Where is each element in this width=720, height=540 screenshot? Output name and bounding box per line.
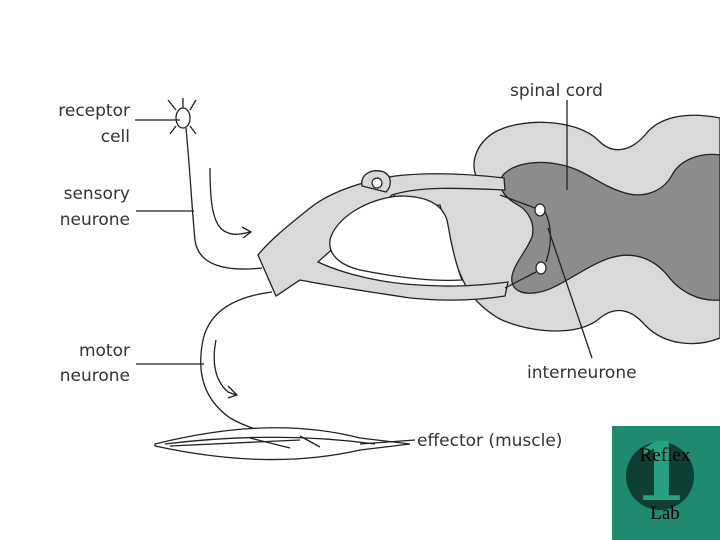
badge-bottom-text: Lab [650,503,680,524]
label-receptor-line1: receptor [58,101,130,121]
sensory-arrow [209,167,253,239]
sensory-fibre-end [499,194,536,209]
receptor-cell [167,98,197,135]
motor-fibre-start [504,271,537,289]
nerve-root-band [257,173,509,301]
sensory-cell-body [371,177,383,189]
interneurone-cell-2 [535,261,547,275]
interneurone-pointer [547,227,593,359]
motor-neurone-fibre [200,291,321,443]
badge-number: 1 [632,425,688,519]
root-gap [329,195,463,282]
label-interneurone: interneurone [527,363,637,383]
label-spinal-cord: spinal cord [510,81,603,101]
effector-pointer [359,439,416,445]
label-effector: effector (muscle) [417,431,562,451]
effector-muscle [154,427,411,461]
label-receptor-line2: cell [101,127,130,147]
badge-circle [626,442,694,510]
motor-arrow [213,339,239,399]
label-motor-line2: neurone [60,366,130,386]
reflex-lab-badge: 1 Reflex Lab [612,426,720,540]
spinal-cord-grey-matter [499,153,720,301]
badge-top-text: Reflex [639,445,691,466]
label-sensory-line1: sensory [64,184,130,204]
sensory-neurone-fibre [185,127,263,270]
label-motor-line1: motor [79,341,130,361]
label-sensory-line2: neurone [60,210,130,230]
interneurone-cell-1 [534,203,546,217]
